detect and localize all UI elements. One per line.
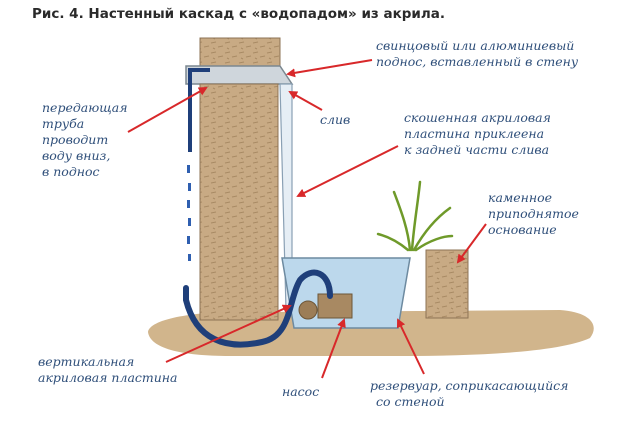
cap-stone <box>199 37 281 67</box>
water-drops <box>187 165 191 261</box>
label-pump: насос <box>282 384 320 399</box>
label-tray: свинцовый или алюминиевый поднос, вставл… <box>376 38 579 69</box>
label-slanted-plate: скошенная акриловая пластина приклеена к… <box>404 110 551 157</box>
arrow-pump <box>321 318 346 379</box>
arrow-stone-base <box>456 223 487 264</box>
hose <box>183 269 333 348</box>
arrow-vertical-plate <box>165 304 292 363</box>
label-reservoir: резервуар, соприкасающийся со стеной <box>370 378 569 409</box>
arrow-reservoir <box>396 318 425 375</box>
label-drain: слив <box>320 112 351 127</box>
label-vertical-plate: вертикальная акриловая пластина <box>38 354 178 385</box>
stone-wall <box>199 83 279 321</box>
stone-base <box>425 249 469 319</box>
transfer-pipe <box>188 68 210 152</box>
label-pipe: передающая труба проводит воду вниз, в п… <box>42 100 128 179</box>
arrow-tray <box>286 59 373 78</box>
arrow-pipe <box>127 87 208 133</box>
plant <box>376 180 454 252</box>
arrow-slanted-plate <box>296 145 399 197</box>
figure-title: Рис. 4. Настенный каскад с «водопадом» и… <box>32 6 445 22</box>
label-stone-base: каменное приподнятое основание <box>488 190 579 237</box>
arrow-drain <box>288 91 323 111</box>
pump <box>298 293 353 320</box>
